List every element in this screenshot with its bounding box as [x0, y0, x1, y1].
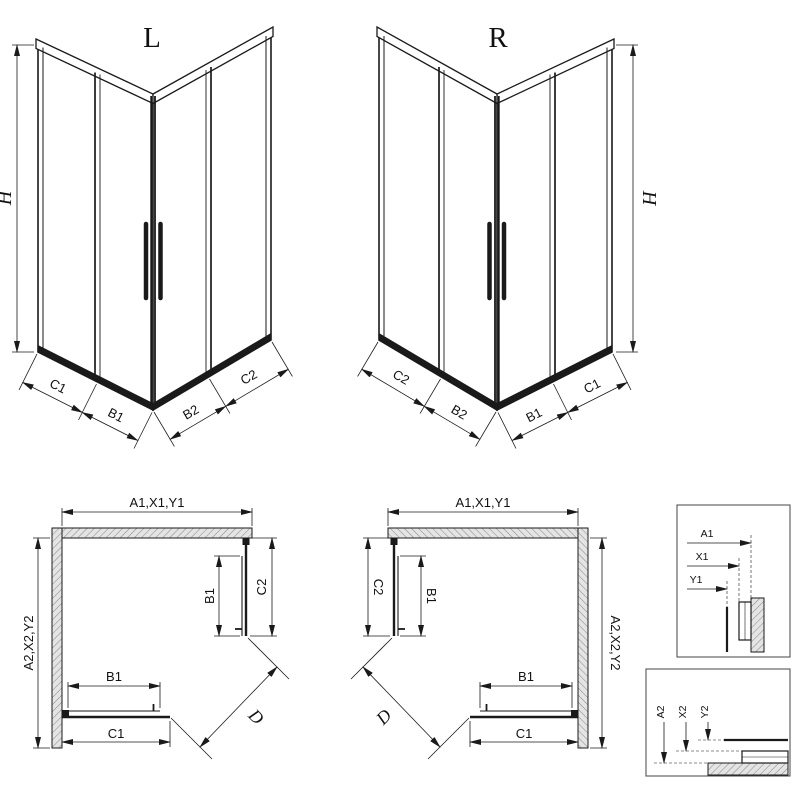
- iso-right-dim-b1: B1: [523, 405, 544, 426]
- detail-top-x1-label: X1: [696, 551, 709, 563]
- detail-bottom-box: [645, 668, 791, 777]
- iso-left-height-label: H: [0, 189, 16, 206]
- iso-left-dim-c1: C1: [47, 376, 69, 397]
- plan-left-width-label: A1,X1,Y1: [130, 495, 185, 510]
- detail-bottom-a2-label: A2: [655, 705, 667, 718]
- iso-left-variant-label: L: [143, 22, 161, 54]
- plan-right-side-panel-label: C2: [371, 579, 386, 596]
- plan-left-depth-label: A2,X2,Y2: [21, 616, 36, 671]
- iso-right-dim-b2: B2: [449, 402, 470, 423]
- plan-right-depth-label: A2,X2,Y2: [608, 616, 623, 671]
- plan-right-front-panel-label: C1: [516, 726, 533, 741]
- iso-right-dim-c1: C1: [581, 376, 603, 397]
- iso-left-dim-b2: B2: [180, 402, 201, 423]
- plan-right-side-door-label: B1: [424, 588, 439, 604]
- detail-top-a1-label: A1: [701, 528, 714, 540]
- detail-top-box: [676, 504, 791, 658]
- plan-left-entry-label: D: [244, 704, 268, 728]
- iso-right-variant-label: R: [488, 22, 508, 54]
- detail-bottom-x2-label: X2: [677, 705, 689, 718]
- plan-left-front-door-label: B1: [106, 669, 122, 684]
- wall-profile-section: [707, 738, 789, 776]
- iso-left-dim-b1: B1: [106, 405, 127, 426]
- plan-left-side-door-label: B1: [202, 588, 217, 604]
- plan-left-front-panel-label: C1: [108, 726, 125, 741]
- iso-right-height-label: H: [638, 190, 660, 207]
- detail-top-y1-label: Y1: [690, 574, 703, 586]
- plan-right-width-label: A1,X1,Y1: [456, 495, 511, 510]
- detail-bottom-y2-label: Y2: [699, 705, 711, 718]
- iso-right-dim-c2: C2: [390, 366, 412, 387]
- plan-right-entry-label: D: [371, 705, 395, 729]
- iso-left-dim-c2: C2: [238, 366, 260, 387]
- plan-left-side-panel-label: C2: [254, 579, 269, 596]
- wall-profile-section: [725, 597, 765, 653]
- plan-right-front-door-label: B1: [518, 669, 534, 684]
